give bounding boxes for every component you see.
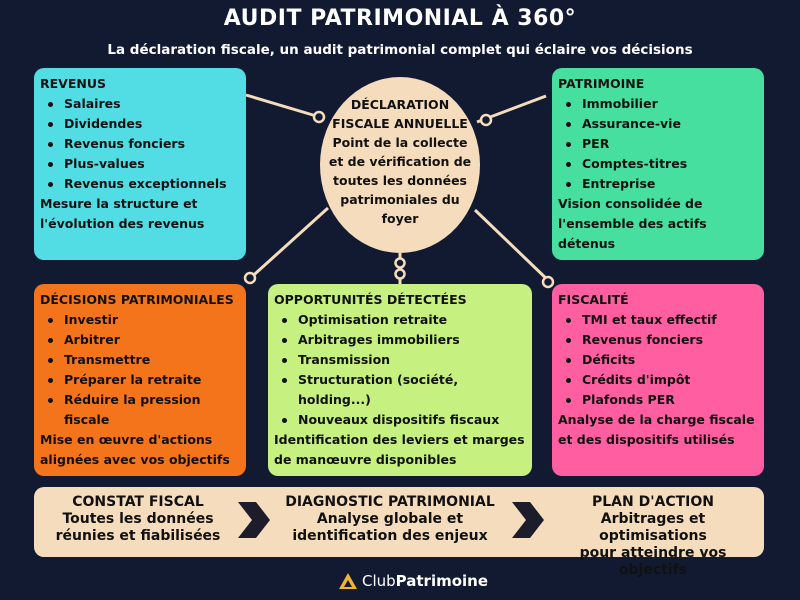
center-title-line2: FISCALE ANNUELLE	[332, 116, 468, 131]
chevron-right-icon	[238, 502, 270, 538]
page-title: AUDIT PATRIMONIAL À 360°	[223, 6, 577, 31]
list-item: Salaires	[48, 94, 240, 114]
connector-fiscalite	[473, 208, 554, 286]
process-band	[34, 487, 764, 557]
fiscalite-box: FISCALITÉ TMI et taux effectif Revenus f…	[552, 284, 764, 476]
center-circle: DÉCLARATION FISCALE ANNUELLE Point de la…	[320, 77, 480, 253]
list-item: Entreprise	[566, 174, 758, 194]
revenus-list: Salaires Dividendes Revenus fonciers Plu…	[40, 94, 240, 194]
list-item: Transmission	[282, 350, 526, 370]
list-item: Revenus exceptionnels	[48, 174, 240, 194]
list-item: Crédits d'impôt	[566, 370, 758, 390]
patrimoine-heading: PATRIMOINE	[558, 76, 645, 91]
center-line: et de vérification de	[328, 154, 472, 169]
step-title: PLAN D'ACTION	[591, 494, 714, 510]
list-item: Revenus fonciers	[48, 134, 240, 154]
patrimoine-note-line1: Vision consolidée de	[558, 196, 703, 211]
step-line: Toutes les données	[62, 511, 214, 527]
decisions-note-line2: alignées avec vos objectifs	[40, 452, 230, 467]
revenus-note-line1: Mesure la structure et	[40, 196, 198, 211]
center-line: patrimoniales du	[340, 192, 460, 207]
step-constat-fiscal: CONSTAT FISCAL Toutes les données réunie…	[48, 494, 228, 545]
revenus-box: REVENUS Salaires Dividendes Revenus fonc…	[34, 68, 246, 260]
list-item: Structuration (société, holding...)	[282, 370, 526, 410]
triangle-logo-icon	[339, 573, 357, 589]
step-plan-action: PLAN D'ACTION Arbitrages et optimisation…	[548, 494, 758, 579]
list-item: Transmettre	[48, 350, 240, 370]
list-item: Optimisation retraite	[282, 310, 526, 330]
step-title: DIAGNOSTIC PATRIMONIAL	[285, 494, 495, 510]
opportunites-note-line1: Identification des leviers et marges	[274, 432, 525, 447]
revenus-note-line2: l'évolution des revenus	[40, 216, 205, 231]
list-item: Assurance-vie	[566, 114, 758, 134]
patrimoine-box: PATRIMOINE Immobilier Assurance-vie PER …	[552, 68, 764, 260]
logo-text-club: Club	[362, 572, 396, 590]
fiscalite-note-line2: et des dispositifs utilisés	[558, 432, 735, 447]
patrimoine-list: Immobilier Assurance-vie PER Comptes-tit…	[558, 94, 758, 194]
list-item: Plus-values	[48, 154, 240, 174]
list-item: Déficits	[566, 350, 758, 370]
revenus-heading: REVENUS	[40, 76, 106, 91]
list-item: Préparer la retraite	[48, 370, 240, 390]
list-item: Plafonds PER	[566, 390, 758, 410]
opportunites-heading: OPPORTUNITÉS DÉTECTÉES	[274, 292, 467, 307]
decisions-heading: DÉCISIONS PATRIMONIALES	[40, 292, 234, 307]
list-item: Réduire la pression fiscale	[48, 390, 240, 430]
connector-decisions	[244, 206, 330, 284]
connector-revenus	[245, 93, 324, 120]
step-line: réunies et fiabilisées	[55, 528, 221, 544]
page-subtitle: La déclaration fiscale, un audit patrimo…	[107, 42, 693, 58]
connector-node-revenus	[312, 110, 326, 124]
step-line: Arbitrages et optimisations	[599, 511, 707, 544]
center-line: Point de la collecte	[332, 135, 468, 150]
step-diagnostic-patrimonial: DIAGNOSTIC PATRIMONIAL Analyse globale e…	[275, 494, 505, 545]
list-item: Arbitrer	[48, 330, 240, 350]
list-item: Dividendes	[48, 114, 240, 134]
decisions-box: DÉCISIONS PATRIMONIALES Investir Arbitre…	[34, 284, 246, 476]
fiscalite-list: TMI et taux effectif Revenus fonciers Dé…	[558, 310, 758, 410]
list-item: Immobilier	[566, 94, 758, 114]
patrimoine-note-line2: l'ensemble des actifs détenus	[558, 216, 707, 251]
fiscalite-note-line1: Analyse de la charge fiscale	[558, 412, 755, 427]
chevron-right-icon	[512, 502, 544, 538]
connector-node-fiscalite	[541, 275, 555, 289]
opportunites-list: Optimisation retraite Arbitrages immobil…	[274, 310, 526, 430]
logo-text-patrimoine: Patrimoine	[395, 572, 489, 590]
center-line: foyer	[381, 211, 419, 226]
connector-node-patrimoine	[479, 113, 493, 127]
connector-node-opportunites-bottom	[394, 268, 406, 280]
list-item: Comptes-titres	[566, 154, 758, 174]
fiscalite-heading: FISCALITÉ	[558, 292, 629, 307]
center-line: toutes les données	[333, 173, 467, 188]
list-item: Revenus fonciers	[566, 330, 758, 350]
decisions-list: Investir Arbitrer Transmettre Préparer l…	[40, 310, 240, 430]
list-item: Arbitrages immobiliers	[282, 330, 526, 350]
center-title-line1: DÉCLARATION	[350, 97, 450, 112]
step-line: pour atteindre vos objectifs	[579, 545, 727, 578]
step-line: identification des enjeux	[292, 528, 488, 544]
step-title: CONSTAT FISCAL	[72, 494, 204, 510]
list-item: PER	[566, 134, 758, 154]
connector-node-opportunites-top	[394, 257, 406, 269]
step-line: Analyse globale et	[316, 511, 464, 527]
opportunites-box: OPPORTUNITÉS DÉTECTÉES Optimisation retr…	[268, 284, 532, 476]
list-item: Nouveaux dispositifs fiscaux	[282, 410, 526, 430]
decisions-note-line1: Mise en œuvre d'actions	[40, 432, 213, 447]
connector-node-decisions	[243, 271, 257, 285]
opportunites-note-line2: de manœuvre disponibles	[274, 452, 457, 467]
list-item: Investir	[48, 310, 240, 330]
list-item: TMI et taux effectif	[566, 310, 758, 330]
